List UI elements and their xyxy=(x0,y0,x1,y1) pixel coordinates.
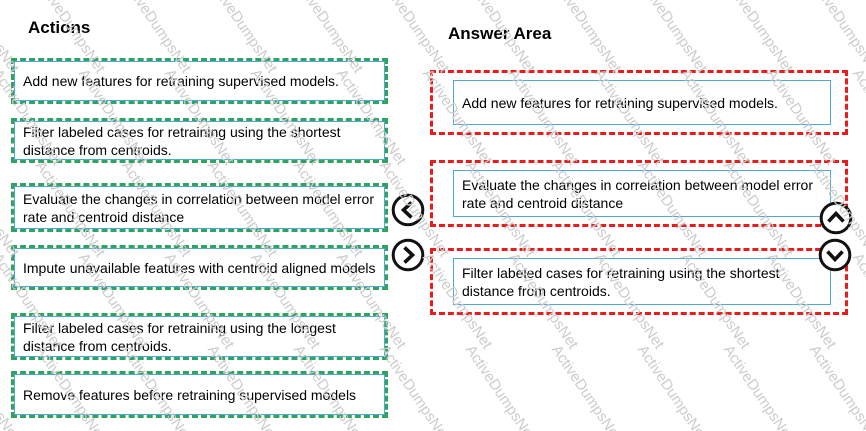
action-item-label: Impute unavailable features with centroi… xyxy=(23,259,376,276)
move-down-button[interactable] xyxy=(818,238,852,272)
answer-slot-1[interactable]: Add new features for retraining supervis… xyxy=(430,70,848,135)
answer-item-label: Evaluate the changes in correlation betw… xyxy=(462,176,813,211)
action-item-box: Add new features for retraining supervis… xyxy=(14,61,385,101)
answer-item-label: Add new features for retraining supervis… xyxy=(462,94,778,111)
watermark-text: ActiveDumpsNet xyxy=(719,0,797,77)
action-item-filter-shortest[interactable]: Filter labeled cases for retraining usin… xyxy=(11,118,388,163)
action-item-label: Add new features for retraining supervis… xyxy=(23,73,339,89)
answer-item-box[interactable]: Filter labeled cases for retraining usin… xyxy=(453,258,831,305)
move-up-button[interactable] xyxy=(819,201,853,235)
watermark-text: ActiveDumpsNet xyxy=(848,66,866,169)
watermark-text: ActiveDumpsNet xyxy=(547,0,625,77)
action-item-box: Remove features before retraining superv… xyxy=(14,374,385,415)
answer-area-title: Answer Area xyxy=(448,24,552,43)
action-item-evaluate-correlation[interactable]: Evaluate the changes in correlation betw… xyxy=(11,183,388,232)
watermark-text: ActiveDumpsNet xyxy=(633,342,711,431)
chevron-down-icon xyxy=(818,238,852,272)
actions-title: Actions xyxy=(28,18,91,37)
chevron-left-icon xyxy=(391,193,425,227)
action-item-label: Filter labeled cases for retraining usin… xyxy=(23,123,341,158)
action-item-box: Impute unavailable features with centroi… xyxy=(14,248,385,287)
action-item-impute-features[interactable]: Impute unavailable features with centroi… xyxy=(11,245,388,290)
action-item-label: Evaluate the changes in correlation betw… xyxy=(23,190,374,225)
watermark-text: ActiveDumpsNet xyxy=(633,0,711,77)
answer-slot-2[interactable]: Evaluate the changes in correlation betw… xyxy=(430,160,848,227)
action-item-box: Evaluate the changes in correlation betw… xyxy=(14,186,385,229)
watermark-text: ActiveDumpsNet xyxy=(805,0,866,77)
action-item-label: Remove features before retraining superv… xyxy=(23,386,357,403)
answer-item-box[interactable]: Evaluate the changes in correlation betw… xyxy=(453,170,831,217)
action-item-box: Filter labeled cases for retraining usin… xyxy=(14,121,385,160)
action-item-remove-features[interactable]: Remove features before retraining superv… xyxy=(11,371,388,418)
watermark-text: ActiveDumpsNet xyxy=(805,342,866,431)
action-item-label: Filter labeled cases for retraining usin… xyxy=(23,319,336,354)
answer-item-label: Filter labeled cases for retraining usin… xyxy=(462,264,780,299)
answer-slot-3[interactable]: Filter labeled cases for retraining usin… xyxy=(430,248,848,315)
action-item-box: Filter labeled cases for retraining usin… xyxy=(14,316,385,357)
chevron-right-icon xyxy=(391,238,425,272)
action-item-filter-longest[interactable]: Filter labeled cases for retraining usin… xyxy=(11,313,388,360)
move-right-button[interactable] xyxy=(391,238,425,272)
watermark-text: ActiveDumpsNet xyxy=(719,342,797,431)
chevron-up-icon xyxy=(819,201,853,235)
watermark-text: ActiveDumpsNet xyxy=(547,342,625,431)
move-left-button[interactable] xyxy=(391,193,425,227)
action-item-add-new-features[interactable]: Add new features for retraining supervis… xyxy=(11,58,388,104)
answer-item-box[interactable]: Add new features for retraining supervis… xyxy=(453,80,831,125)
watermark-text: ActiveDumpsNet xyxy=(461,342,539,431)
